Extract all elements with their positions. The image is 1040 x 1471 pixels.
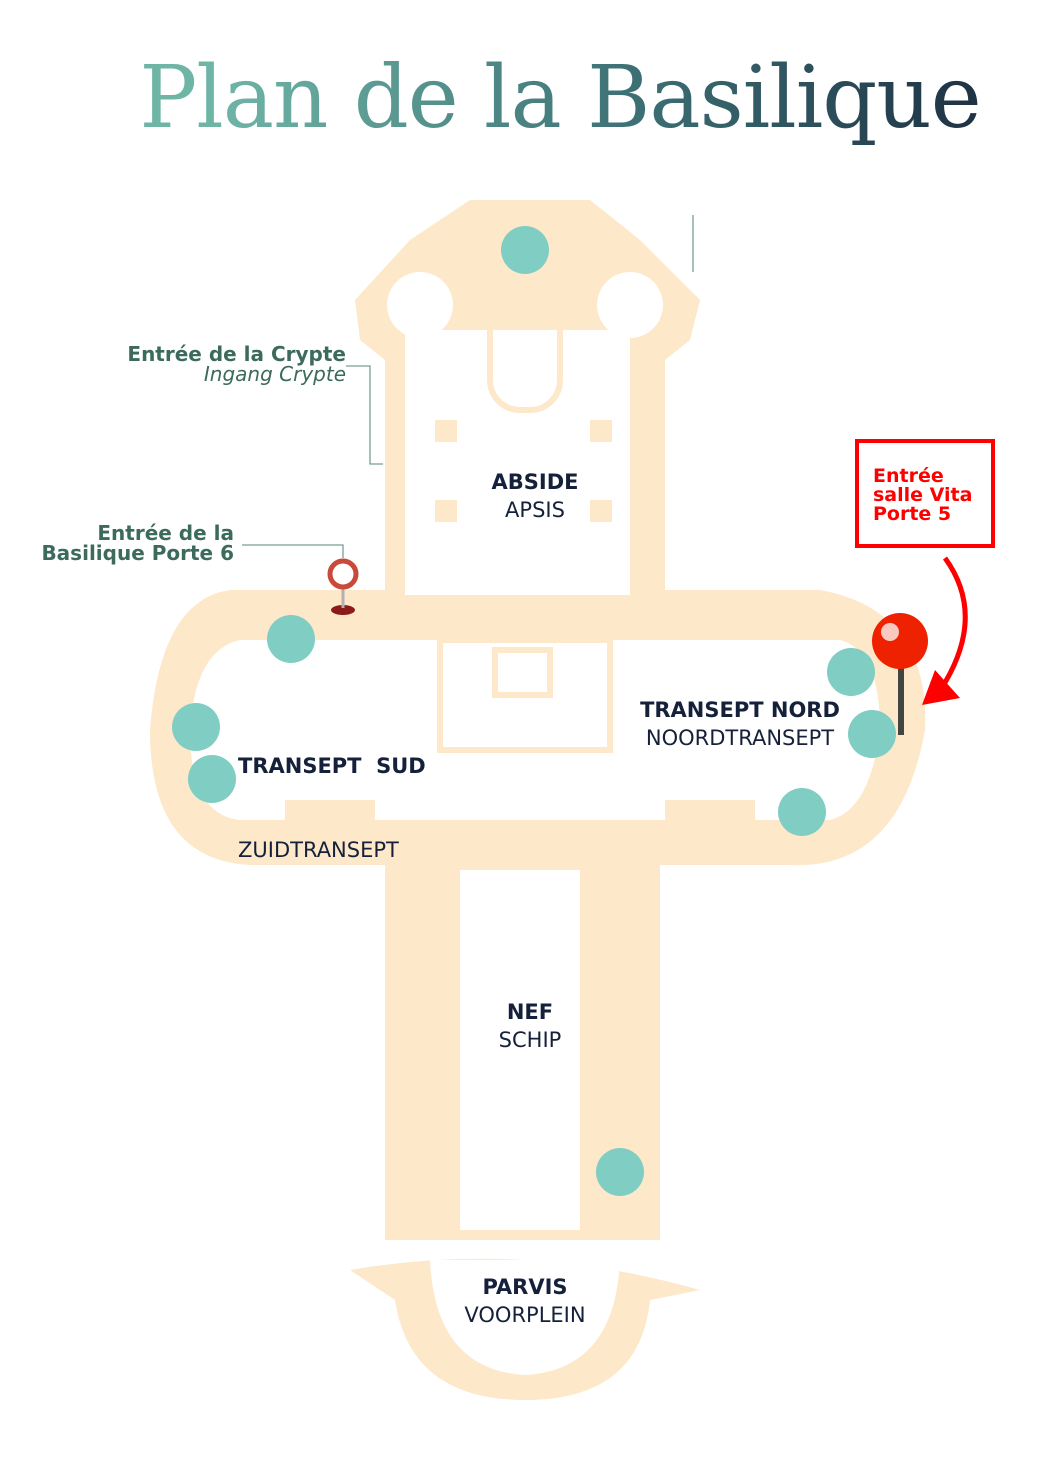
porte6-line2: Basilique Porte 6 xyxy=(41,541,234,565)
marker-dot xyxy=(778,788,826,836)
plan-interior xyxy=(190,272,880,1375)
vita-line2: salle Vita xyxy=(873,484,973,506)
zone-transept-nord-fr: TRANSEPT NORD xyxy=(640,698,840,722)
marker-dot xyxy=(188,755,236,803)
zone-transept-nord-nl: NOORDTRANSEPT xyxy=(645,726,835,750)
arrowhead-icon xyxy=(922,670,960,705)
porte6-line1: Entrée de la xyxy=(97,521,234,545)
zone-abside: ABSIDE APSIS xyxy=(460,468,610,524)
zone-parvis-fr: PARVIS xyxy=(482,1275,568,1299)
markers xyxy=(172,226,896,1196)
marker-dot xyxy=(848,710,896,758)
marker-dot xyxy=(827,648,875,696)
arrow-icon xyxy=(932,556,968,700)
plan-columns xyxy=(285,420,755,850)
vita-pushpin-icon xyxy=(872,613,928,735)
crypte-entrance-note: Entrée de la Crypte Ingang Crypte xyxy=(127,344,346,384)
marker-dot xyxy=(172,703,220,751)
leader-lines xyxy=(242,215,694,558)
zone-parvis: PARVIS VOORPLEIN xyxy=(445,1273,605,1329)
marker-dot xyxy=(267,615,315,663)
zone-parvis-nl: VOORPLEIN xyxy=(464,1303,586,1327)
zone-transept-sud-fr: TRANSEPT SUD xyxy=(238,754,426,778)
porte6-pin-icon xyxy=(327,558,359,615)
vita-line1: Entrée xyxy=(873,465,944,487)
zone-nef-nl: SCHIP xyxy=(498,1028,562,1052)
crypte-fr: Entrée de la Crypte xyxy=(127,342,346,366)
zone-transept-sud: TRANSEPT SUD ZUIDTRANSEPT xyxy=(238,696,426,892)
crypte-nl: Ingang Crypte xyxy=(203,362,346,386)
page-title: Plan de la Basilique xyxy=(0,48,1040,148)
vita-entrance-box: Entrée salle Vita Porte 5 xyxy=(855,439,995,548)
zone-nef: NEF SCHIP xyxy=(455,998,605,1054)
marker-dot xyxy=(596,1148,644,1196)
zone-abside-nl: APSIS xyxy=(505,498,565,522)
vita-line3: Porte 5 xyxy=(873,503,952,525)
zone-transept-sud-nl: ZUIDTRANSEPT xyxy=(238,838,399,862)
zone-abside-fr: ABSIDE xyxy=(491,470,579,494)
marker-dot xyxy=(501,226,549,274)
porte6-note: Entrée de la Basilique Porte 6 xyxy=(41,523,234,563)
zone-transept-nord: TRANSEPT NORD NOORDTRANSEPT xyxy=(640,696,840,752)
zone-nef-fr: NEF xyxy=(506,1000,554,1024)
